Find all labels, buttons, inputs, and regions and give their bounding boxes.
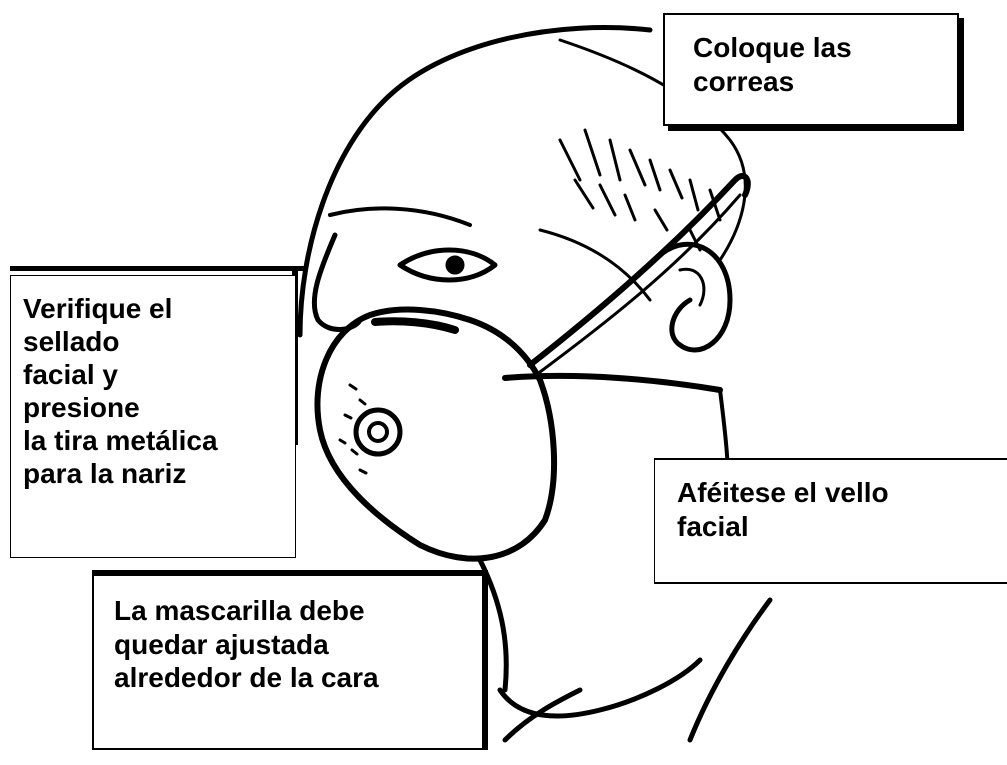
upper-strap bbox=[527, 173, 751, 368]
mask-cup bbox=[314, 306, 558, 562]
hair-shading bbox=[558, 38, 747, 262]
cheek-line bbox=[538, 228, 652, 302]
head-outline bbox=[297, 25, 653, 338]
mask-valve-inner bbox=[367, 421, 389, 443]
collar-2 bbox=[502, 687, 583, 743]
nose bbox=[311, 232, 363, 332]
stubble bbox=[338, 383, 368, 475]
callout-line: correas bbox=[693, 65, 795, 97]
callout-line: presione bbox=[23, 392, 140, 424]
callout-line: quedar ajustada bbox=[114, 628, 329, 660]
callout-line: para la nariz bbox=[23, 458, 187, 490]
callout-line: sellado bbox=[23, 326, 120, 358]
callout-check-seal-text: Verifique el sellado facial y presione l… bbox=[23, 292, 218, 490]
callout-snug-fit-text: La mascarilla debe quedar ajustada alred… bbox=[114, 594, 379, 695]
ear bbox=[657, 241, 733, 353]
shoulder bbox=[687, 597, 773, 743]
callout-line: La mascarilla debe bbox=[114, 595, 365, 626]
brow-line bbox=[328, 206, 472, 227]
ear-inner bbox=[678, 267, 706, 307]
nose-clip bbox=[371, 317, 459, 334]
callout-line: Coloque las bbox=[693, 32, 852, 63]
callout-line: alrededor de la cara bbox=[114, 662, 379, 694]
upper-strap-2 bbox=[538, 193, 742, 374]
callout-shave-facial-hair-text: Aféitese el vello facial bbox=[677, 476, 889, 543]
callout-snug-fit: La mascarilla debe quedar ajustada alred… bbox=[92, 570, 488, 750]
callout-line: facial bbox=[677, 510, 749, 542]
callout-line: Aféitese el vello bbox=[677, 477, 889, 508]
callout-shave-facial-hair: Aféitese el vello facial bbox=[654, 458, 1007, 584]
mask-valve bbox=[353, 407, 403, 457]
callout-line: Verifique el bbox=[23, 293, 173, 324]
callout-seal-frame-top bbox=[10, 266, 304, 271]
lower-strap bbox=[502, 372, 723, 393]
callout-place-straps-text: Coloque las correas bbox=[693, 31, 852, 98]
callout-place-straps: Coloque las correas bbox=[663, 13, 959, 126]
pupil bbox=[445, 255, 465, 275]
hair-strokes bbox=[558, 128, 722, 252]
collar bbox=[497, 657, 703, 719]
callout-check-seal: Verifique el sellado facial y presione l… bbox=[10, 275, 296, 558]
callout-line: la tira metálica bbox=[23, 425, 218, 457]
callout-line: facial y bbox=[23, 359, 118, 391]
eye bbox=[397, 247, 498, 283]
